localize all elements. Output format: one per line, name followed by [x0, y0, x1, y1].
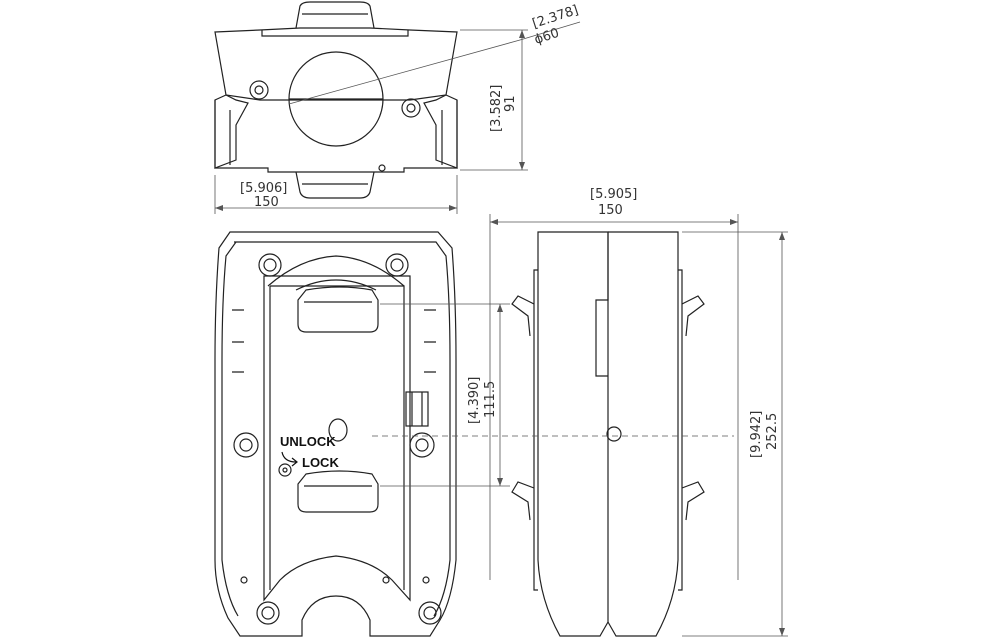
slot-spacing-mm: 111.5: [483, 381, 498, 418]
top-width-in: [5.906]: [240, 181, 287, 196]
mounting-plate: [263, 275, 411, 602]
top-height-mm: 91: [503, 95, 518, 112]
top-height-in: [3.582]: [489, 85, 504, 132]
total-height-in: [9.942]: [749, 411, 764, 458]
slot-spacing-in: [4.390]: [467, 377, 482, 424]
tube-diameter-mm: ϕ60: [533, 26, 562, 48]
upper-slot: [297, 286, 379, 333]
dimension-lines: [214, 21, 788, 637]
top-view: [214, 1, 458, 199]
top-width-mm: 150: [254, 195, 279, 210]
bolt: [233, 253, 442, 625]
side-view: [511, 231, 705, 637]
total-height-mm: 252.5: [765, 413, 780, 450]
front-view: [214, 231, 457, 637]
lower-slot: [297, 470, 379, 513]
unlock-label: UNLOCK: [280, 434, 336, 449]
side-width-mm: 150: [598, 203, 623, 218]
side-width-in: [5.905]: [590, 187, 637, 202]
lock-label: LOCK: [302, 455, 339, 470]
